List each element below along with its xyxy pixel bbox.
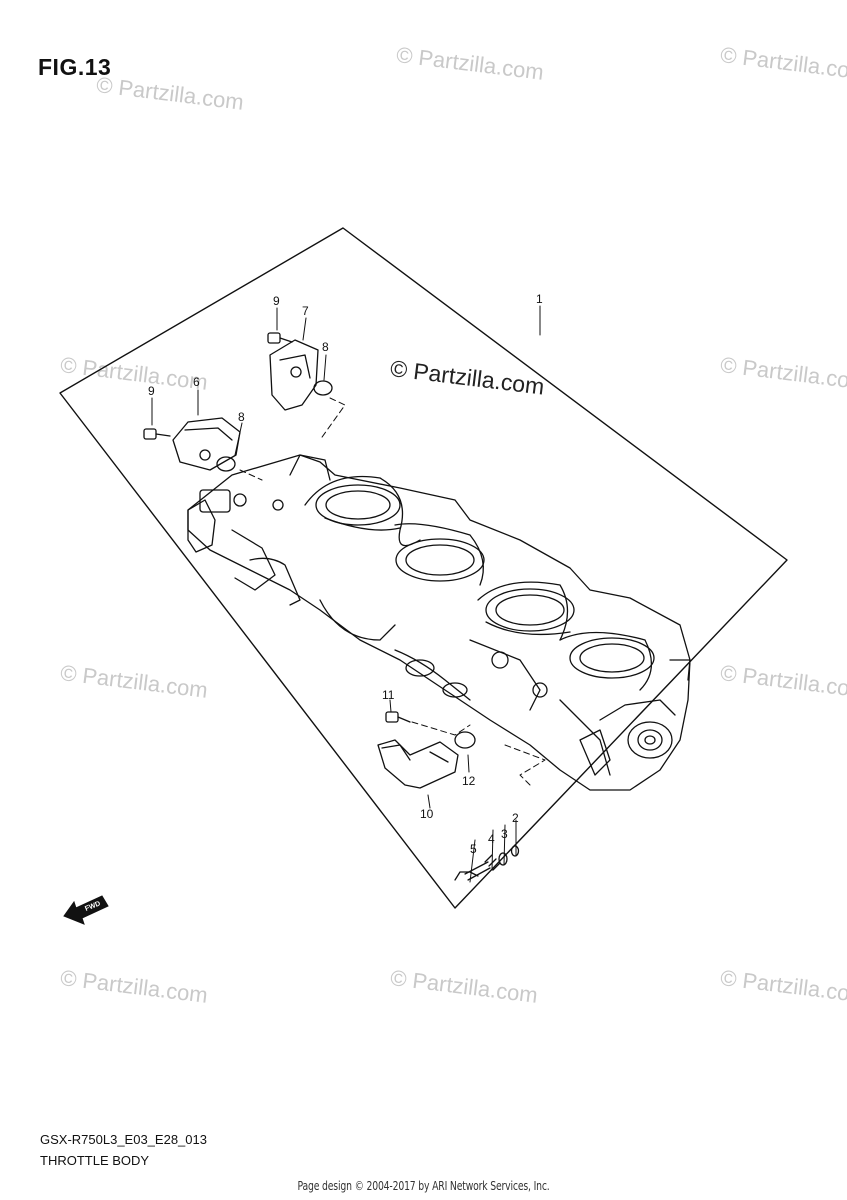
- callout-1: 1: [536, 292, 543, 306]
- assembly-boundary: [59, 227, 788, 909]
- part-11-screw: [385, 711, 411, 723]
- part-9-screw-a: [143, 428, 171, 440]
- part-5-screw: [454, 861, 491, 881]
- part-8-o-ring-a: [216, 456, 236, 472]
- callout-3: 3: [501, 827, 508, 841]
- throttle-bores: [304, 475, 655, 691]
- callout-2: 2: [512, 811, 519, 825]
- callout-9b: 9: [148, 384, 155, 398]
- model-code: GSX-R750L3_E03_E28_013: [40, 1132, 207, 1147]
- part-12-o-ring: [454, 731, 476, 749]
- part-2-o-ring: [510, 845, 520, 857]
- page-credit: Page design © 2004-2017 by ARI Network S…: [0, 1179, 847, 1193]
- fwd-arrow-icon: FWD: [63, 895, 109, 925]
- callout-8a: 8: [322, 340, 329, 354]
- callout-12: 12: [462, 774, 476, 788]
- part-6-sensor: [172, 417, 241, 471]
- callout-10: 10: [420, 807, 434, 821]
- right-pulley: [579, 659, 691, 776]
- leader-lines: [151, 305, 541, 883]
- callout-7: 7: [302, 304, 309, 318]
- callout-11: 11: [382, 688, 395, 702]
- throttle-body-outline: [187, 454, 691, 791]
- callouts: 1 2 3 4 5 6 7 8 8 9 9 10 11 12: [148, 292, 543, 856]
- figure-title: FIG.13: [38, 54, 112, 80]
- lower-details: [319, 599, 611, 776]
- callout-6: 6: [193, 375, 200, 389]
- callout-8b: 8: [238, 410, 245, 424]
- figure-name: THROTTLE BODY: [40, 1153, 150, 1168]
- part-9-screw-b: [267, 332, 293, 344]
- callout-5: 5: [470, 842, 477, 856]
- left-linkage: [187, 454, 331, 606]
- page-credit-text: Page design © 2004-2017 by ARI Network S…: [297, 1179, 550, 1193]
- callout-4: 4: [488, 832, 495, 846]
- callout-9a: 9: [273, 294, 280, 308]
- alignment-lines: [239, 397, 546, 786]
- part-3-washer: [498, 852, 508, 866]
- part-10-sensor: [377, 739, 459, 789]
- part-7-sensor: [269, 339, 319, 411]
